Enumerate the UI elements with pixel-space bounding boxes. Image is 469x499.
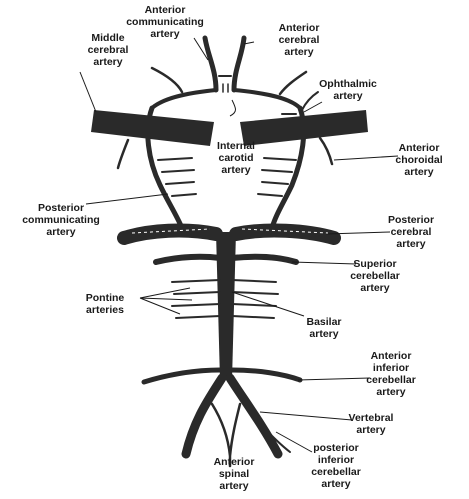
anterior-cerebral-artery-right — [231, 35, 247, 93]
superior-cerebellar-artery-right — [229, 253, 299, 265]
label-ophthalmic-artery: Ophthalmic artery — [319, 78, 377, 102]
anterior-choroidal-artery-left — [116, 138, 130, 170]
label-pontine-arteries: Pontine arteries — [85, 292, 125, 316]
a1-segment-right — [232, 88, 302, 110]
label-anterior-cerebral-artery: Anterior cerebral artery — [278, 22, 320, 58]
ophthalmic-artery — [301, 91, 319, 111]
basilar-artery — [216, 232, 236, 380]
perforators-left — [157, 157, 197, 197]
posterior-communicating-artery-right — [269, 105, 307, 231]
pontine-arteries — [171, 279, 279, 319]
label-superior-cerebellar-artery: Superior cerebellar artery — [350, 258, 400, 294]
posterior-cerebral-artery-right — [229, 223, 341, 245]
label-anterior-inferior-cerebellar-artery: Anterior inferior cerebellar artery — [366, 350, 416, 398]
anterior-cerebral-artery-left — [202, 35, 219, 93]
label-anterior-communicating-artery: Anterior communicating artery — [126, 4, 204, 40]
anterior-choroidal-artery-right — [318, 136, 334, 166]
mca-branch-left — [150, 66, 184, 94]
posterior-inferior-cerebellar-artery — [267, 431, 291, 453]
label-anterior-choroidal-artery: Anterior choroidal artery — [395, 142, 443, 178]
a1-segment-left — [150, 88, 218, 110]
posterior-communicating-artery-left — [145, 105, 185, 231]
label-internal-carotid-artery: Internal carotid artery — [217, 140, 255, 176]
label-vertebral-artery: Vertebral artery — [348, 412, 394, 436]
mca-branch-right — [278, 70, 308, 96]
label-posterior-inferior-cerebellar-artery: posterior inferior cerebellar artery — [311, 442, 361, 490]
leader-lines — [79, 37, 399, 453]
pca-highlight-left — [131, 228, 211, 234]
anterior-inferior-cerebellar-artery-left — [141, 367, 223, 385]
anterior-spinal-artery — [210, 402, 242, 468]
posterior-cerebral-artery-left — [117, 223, 223, 245]
label-posterior-communicating-artery: Posterior communicating artery — [22, 202, 100, 238]
superior-cerebellar-artery-left — [153, 253, 223, 265]
label-basilar-artery: Basilar artery — [306, 316, 342, 340]
label-middle-cerebral-artery: Middle cerebral artery — [87, 32, 129, 68]
middle-cerebral-artery-left — [91, 110, 214, 146]
anterior-inferior-cerebellar-artery-right — [229, 367, 303, 383]
label-posterior-cerebral-artery: Posterior cerebral artery — [387, 214, 435, 250]
pca-highlight-right — [241, 228, 329, 234]
perforators-right — [257, 157, 297, 197]
acom-ticks — [222, 83, 229, 93]
vertebral-artery-left — [181, 373, 227, 459]
label-anterior-spinal-artery: Anterior spinal artery — [213, 456, 255, 492]
vertebral-artery-right — [225, 373, 283, 459]
